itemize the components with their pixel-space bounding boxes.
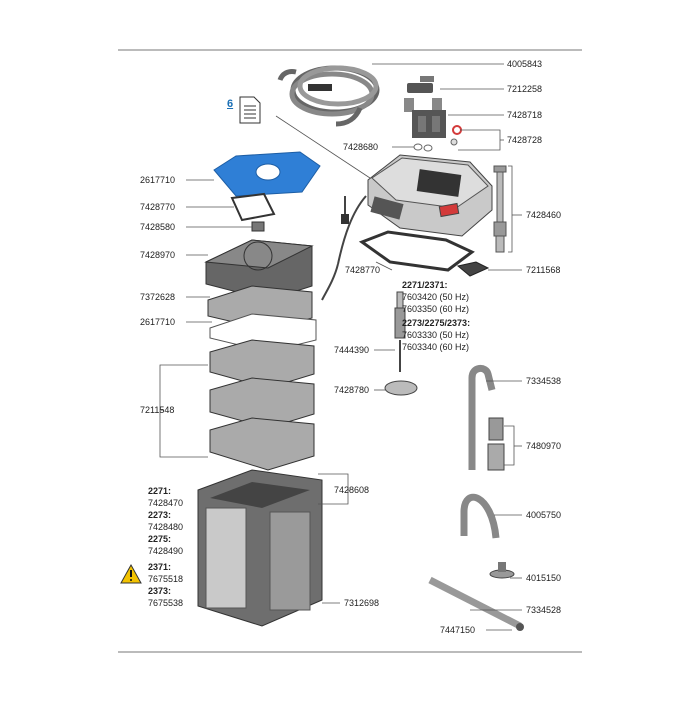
strainer-illustration <box>487 417 505 471</box>
top-seal-illustration <box>230 192 276 222</box>
adapter-illustration <box>412 110 446 138</box>
part-number-sucker: 4015150 <box>526 573 562 583</box>
part-number-plate: 7372628 <box>140 292 176 302</box>
part-number-cap: 7447150 <box>440 625 476 635</box>
part-number-knob: 7428580 <box>140 222 176 232</box>
priming-pump-illustration <box>493 165 507 253</box>
part-number-outlet: 4005750 <box>526 510 562 520</box>
canister-model-2273: 2273: <box>148 510 172 520</box>
canister-number-2371: 7675518 <box>148 574 184 584</box>
part-number-adapter: 7428718 <box>507 110 543 120</box>
top-basket-illustration <box>204 239 314 301</box>
canister-number-2273: 7428480 <box>148 522 184 532</box>
leader-lines <box>159 63 522 631</box>
canister-illustration <box>197 469 323 627</box>
canister-number-2275: 7428490 <box>148 546 184 556</box>
suction-cup-illustration <box>489 562 515 579</box>
white-pad-illustration <box>209 313 317 353</box>
canister-model-2271: 2271: <box>148 486 172 496</box>
part-number-pad-white: 2617710 <box>140 317 176 327</box>
part-number-pad-top: 2617710 <box>140 175 176 185</box>
part-number-feet: 7312698 <box>344 598 380 608</box>
outlet-pipe-illustration <box>460 493 500 539</box>
knob-illustration <box>251 221 265 232</box>
part-number-strainer: 7480970 <box>526 441 562 451</box>
part-number-oring: 7428728 <box>507 135 543 145</box>
part-number-canister-clip: 7428608 <box>334 485 370 495</box>
part-number-spraybar: 7334528 <box>526 605 562 615</box>
part-number-impeller-cover: 7428780 <box>334 385 370 395</box>
hose-illustration <box>277 65 380 127</box>
baskets-illustration <box>209 339 315 471</box>
canister-number-2373: 7675538 <box>148 598 184 608</box>
canister-model-2275: 2275: <box>148 534 172 544</box>
part-number-priming: 7428460 <box>526 210 562 220</box>
part-number-head-seal: 7428680 <box>343 142 379 152</box>
oring-illustration <box>450 125 462 146</box>
canister-model-2373: 2373: <box>148 586 172 596</box>
doc-reference: 6 <box>227 98 234 110</box>
part-number-hose: 4005843 <box>507 59 543 69</box>
intake-pipe-illustration <box>468 365 496 470</box>
part-number-intake: 7334538 <box>526 376 562 386</box>
warning-icon <box>120 563 142 584</box>
impeller-illustration <box>384 291 418 396</box>
part-number-shaft: 7444390 <box>334 345 370 355</box>
impeller-group2-title: 2273/2275/2373: <box>402 318 471 328</box>
head-seal-illustration <box>413 143 433 152</box>
motor-head-illustration <box>321 154 493 301</box>
part-number-baskets: 7211548 <box>140 405 175 415</box>
document-icon <box>239 96 261 124</box>
clip-illustration <box>456 261 490 277</box>
gasket-illustration <box>358 230 475 272</box>
part-number-gasket: 7428770 <box>345 265 381 275</box>
impeller-group1-line1: 7603420 (50 Hz) <box>402 292 470 302</box>
part-number-seal-top: 7428770 <box>140 202 176 212</box>
spray-bar-illustration <box>428 576 522 630</box>
part-number-clip: 7211568 <box>526 265 561 275</box>
canister-number-2271: 7428470 <box>148 498 184 508</box>
part-number-valve: 7212258 <box>507 84 543 94</box>
impeller-group2-line2: 7603340 (60 Hz) <box>402 342 470 352</box>
valve-illustration <box>404 76 442 112</box>
impeller-cover-illustration <box>384 380 418 396</box>
impeller-group1-title: 2271/2371: <box>402 280 448 290</box>
canister-model-2371: 2371: <box>148 562 172 572</box>
part-number-basket-top: 7428970 <box>140 250 176 260</box>
impeller-group2-line1: 7603330 (50 Hz) <box>402 330 470 340</box>
impeller-group1-line2: 7603350 (60 Hz) <box>402 304 470 314</box>
